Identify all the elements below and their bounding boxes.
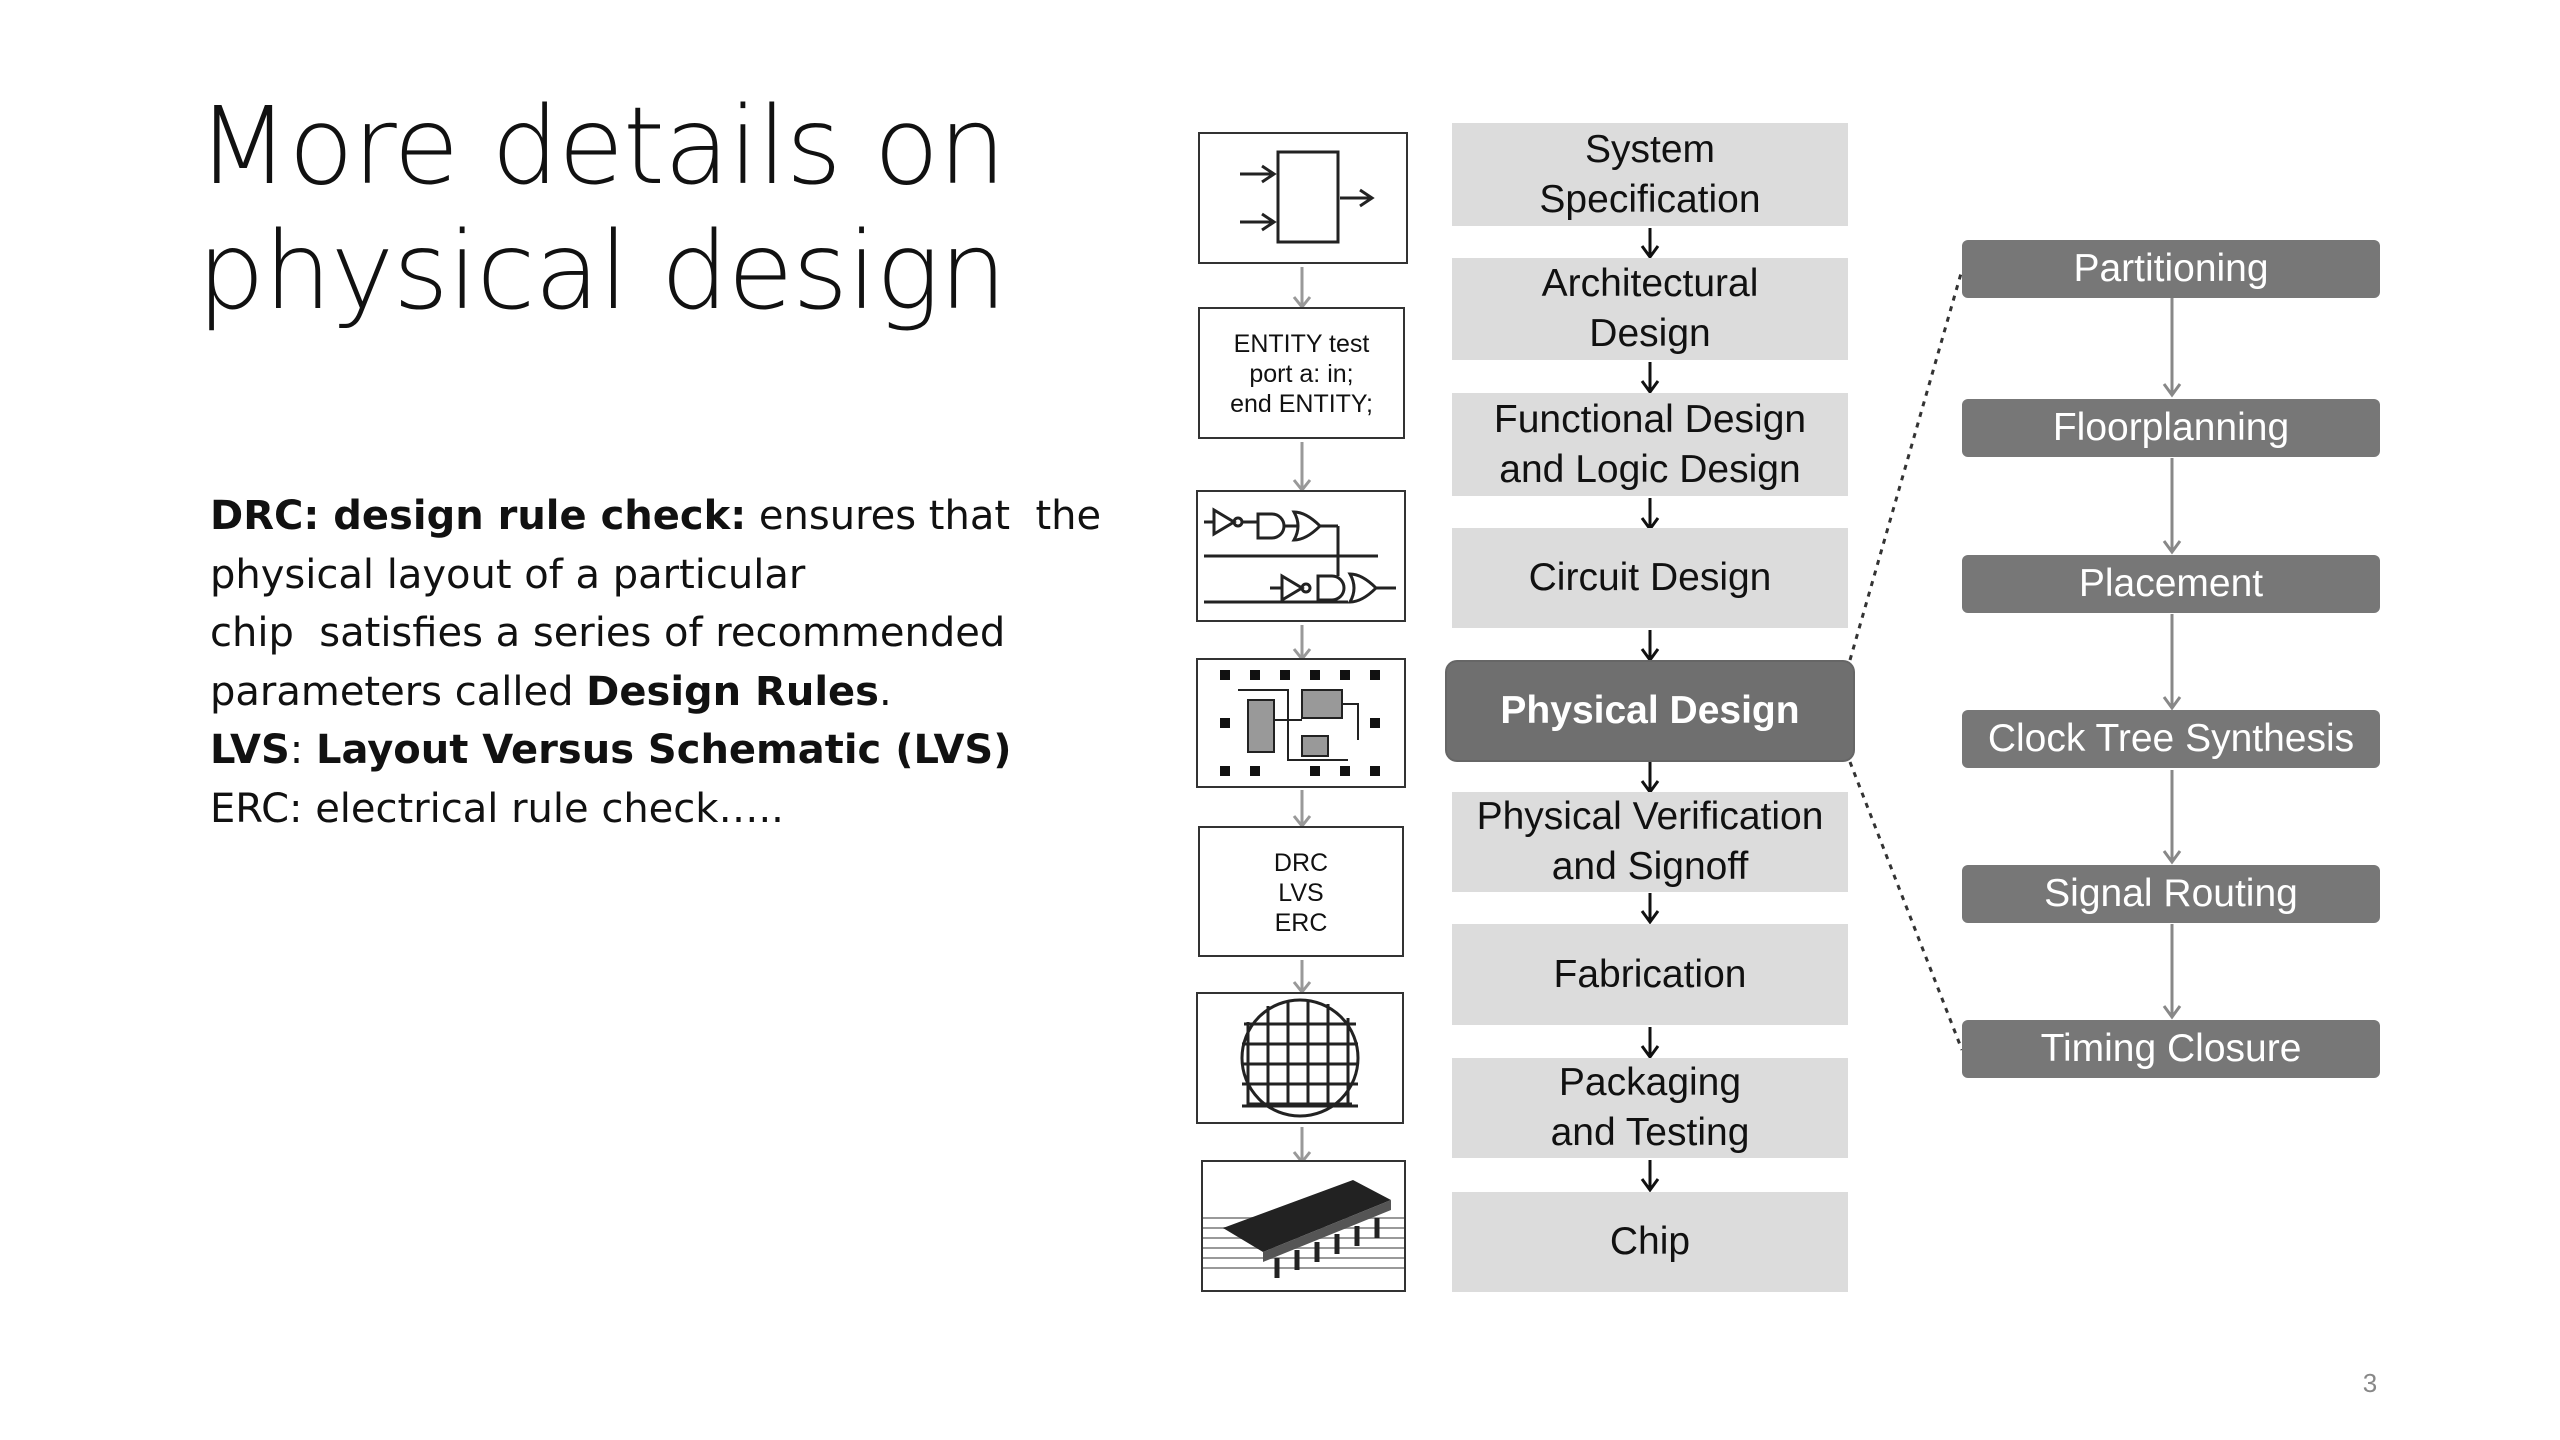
- substep-signal-routing: Signal Routing: [1962, 865, 2380, 923]
- stage-fabrication: Fabrication: [1452, 924, 1848, 1025]
- drc-line-1: DRC: design rule check: ensures that the: [210, 487, 1110, 546]
- stage-label: System Specification: [1539, 127, 1761, 221]
- substep-clock-tree-synthesis: Clock Tree Synthesis: [1962, 710, 2380, 768]
- slide-body: DRC: design rule check: ensures that the…: [210, 487, 1110, 838]
- entity-code-icon: ENTITY test port a: in; end ENTITY;: [1198, 307, 1405, 439]
- wafer-icon: [1196, 992, 1404, 1124]
- lvs-abbr: LVS: [210, 727, 290, 773]
- system-spec-icon: [1198, 132, 1408, 264]
- substep-floorplanning: Floorplanning: [1962, 399, 2380, 457]
- checks-icon: DRC LVS ERC: [1198, 826, 1404, 957]
- entity-line-2: port a: in;: [1249, 360, 1354, 388]
- title-line-1: More details on: [197, 85, 1006, 209]
- stage-label: Circuit Design: [1528, 556, 1772, 599]
- checks-erc: ERC: [1274, 909, 1328, 937]
- drc-line-2: physical layout of a particular: [210, 551, 806, 598]
- chip-icon: [1201, 1160, 1406, 1292]
- page-number: 3: [2362, 1368, 2378, 1398]
- drc-line-4: parameters called Design Rules.: [210, 663, 1110, 722]
- lvs-line: LVS: Layout Versus Schematic (LVS): [210, 721, 1110, 780]
- stage-label: Physical Design: [1500, 689, 1800, 732]
- stage-label: Packaging and Testing: [1550, 1061, 1750, 1154]
- erc-line: ERC: electrical rule check…..: [210, 785, 784, 832]
- logic-gates-icon: [1196, 490, 1406, 622]
- drc-period: .: [878, 668, 892, 715]
- stage-architectural-design: Architectural Design: [1452, 258, 1848, 360]
- lvs-separator: :: [289, 727, 316, 773]
- stage-label: Functional Design and Logic Design: [1493, 397, 1807, 491]
- drc-term: DRC: design rule check:: [210, 493, 747, 539]
- stage-functional-logic-design: Functional Design and Logic Design: [1452, 393, 1848, 496]
- stage-system-specification: System Specification: [1452, 123, 1848, 226]
- checks-lvs: LVS: [1278, 879, 1324, 907]
- substep-placement: Placement: [1962, 555, 2380, 613]
- drc-line-3: chip satisfies a series of recommended: [210, 610, 1006, 656]
- design-rules-term: Design Rules: [586, 668, 879, 715]
- stage-chip: Chip: [1452, 1192, 1848, 1292]
- title-line-2: physical design: [197, 210, 1007, 334]
- stage-circuit-design: Circuit Design: [1452, 528, 1848, 628]
- substep-timing-closure: Timing Closure: [1962, 1020, 2380, 1078]
- drc-text-1: ensures that the: [746, 493, 1102, 539]
- entity-line-3: end ENTITY;: [1230, 390, 1373, 418]
- stage-physical-verification: Physical Verification and Signoff: [1452, 792, 1848, 892]
- stage-physical-design: Physical Design: [1447, 662, 1853, 760]
- checks-drc: DRC: [1273, 849, 1329, 877]
- stage-label: Architectural Design: [1541, 262, 1759, 355]
- block-diagram-icon: [1240, 150, 1375, 244]
- expand-line-bottom: [1848, 761, 1964, 1051]
- expand-line-top: [1848, 269, 1964, 661]
- stage-label: Physical Verification and Signoff: [1476, 795, 1824, 888]
- stage-label: Fabrication: [1553, 952, 1747, 996]
- lvs-full: Layout Versus Schematic (LVS): [315, 727, 1012, 773]
- substep-partitioning: Partitioning: [1962, 240, 2380, 298]
- drc-text-4: parameters called: [210, 668, 587, 715]
- stage-label: Chip: [1609, 1220, 1691, 1263]
- slide-title: More details on physical design: [197, 85, 1097, 335]
- layout-icon: [1196, 658, 1406, 788]
- stage-packaging-testing: Packaging and Testing: [1452, 1058, 1848, 1158]
- entity-line-1: ENTITY test: [1233, 330, 1370, 358]
